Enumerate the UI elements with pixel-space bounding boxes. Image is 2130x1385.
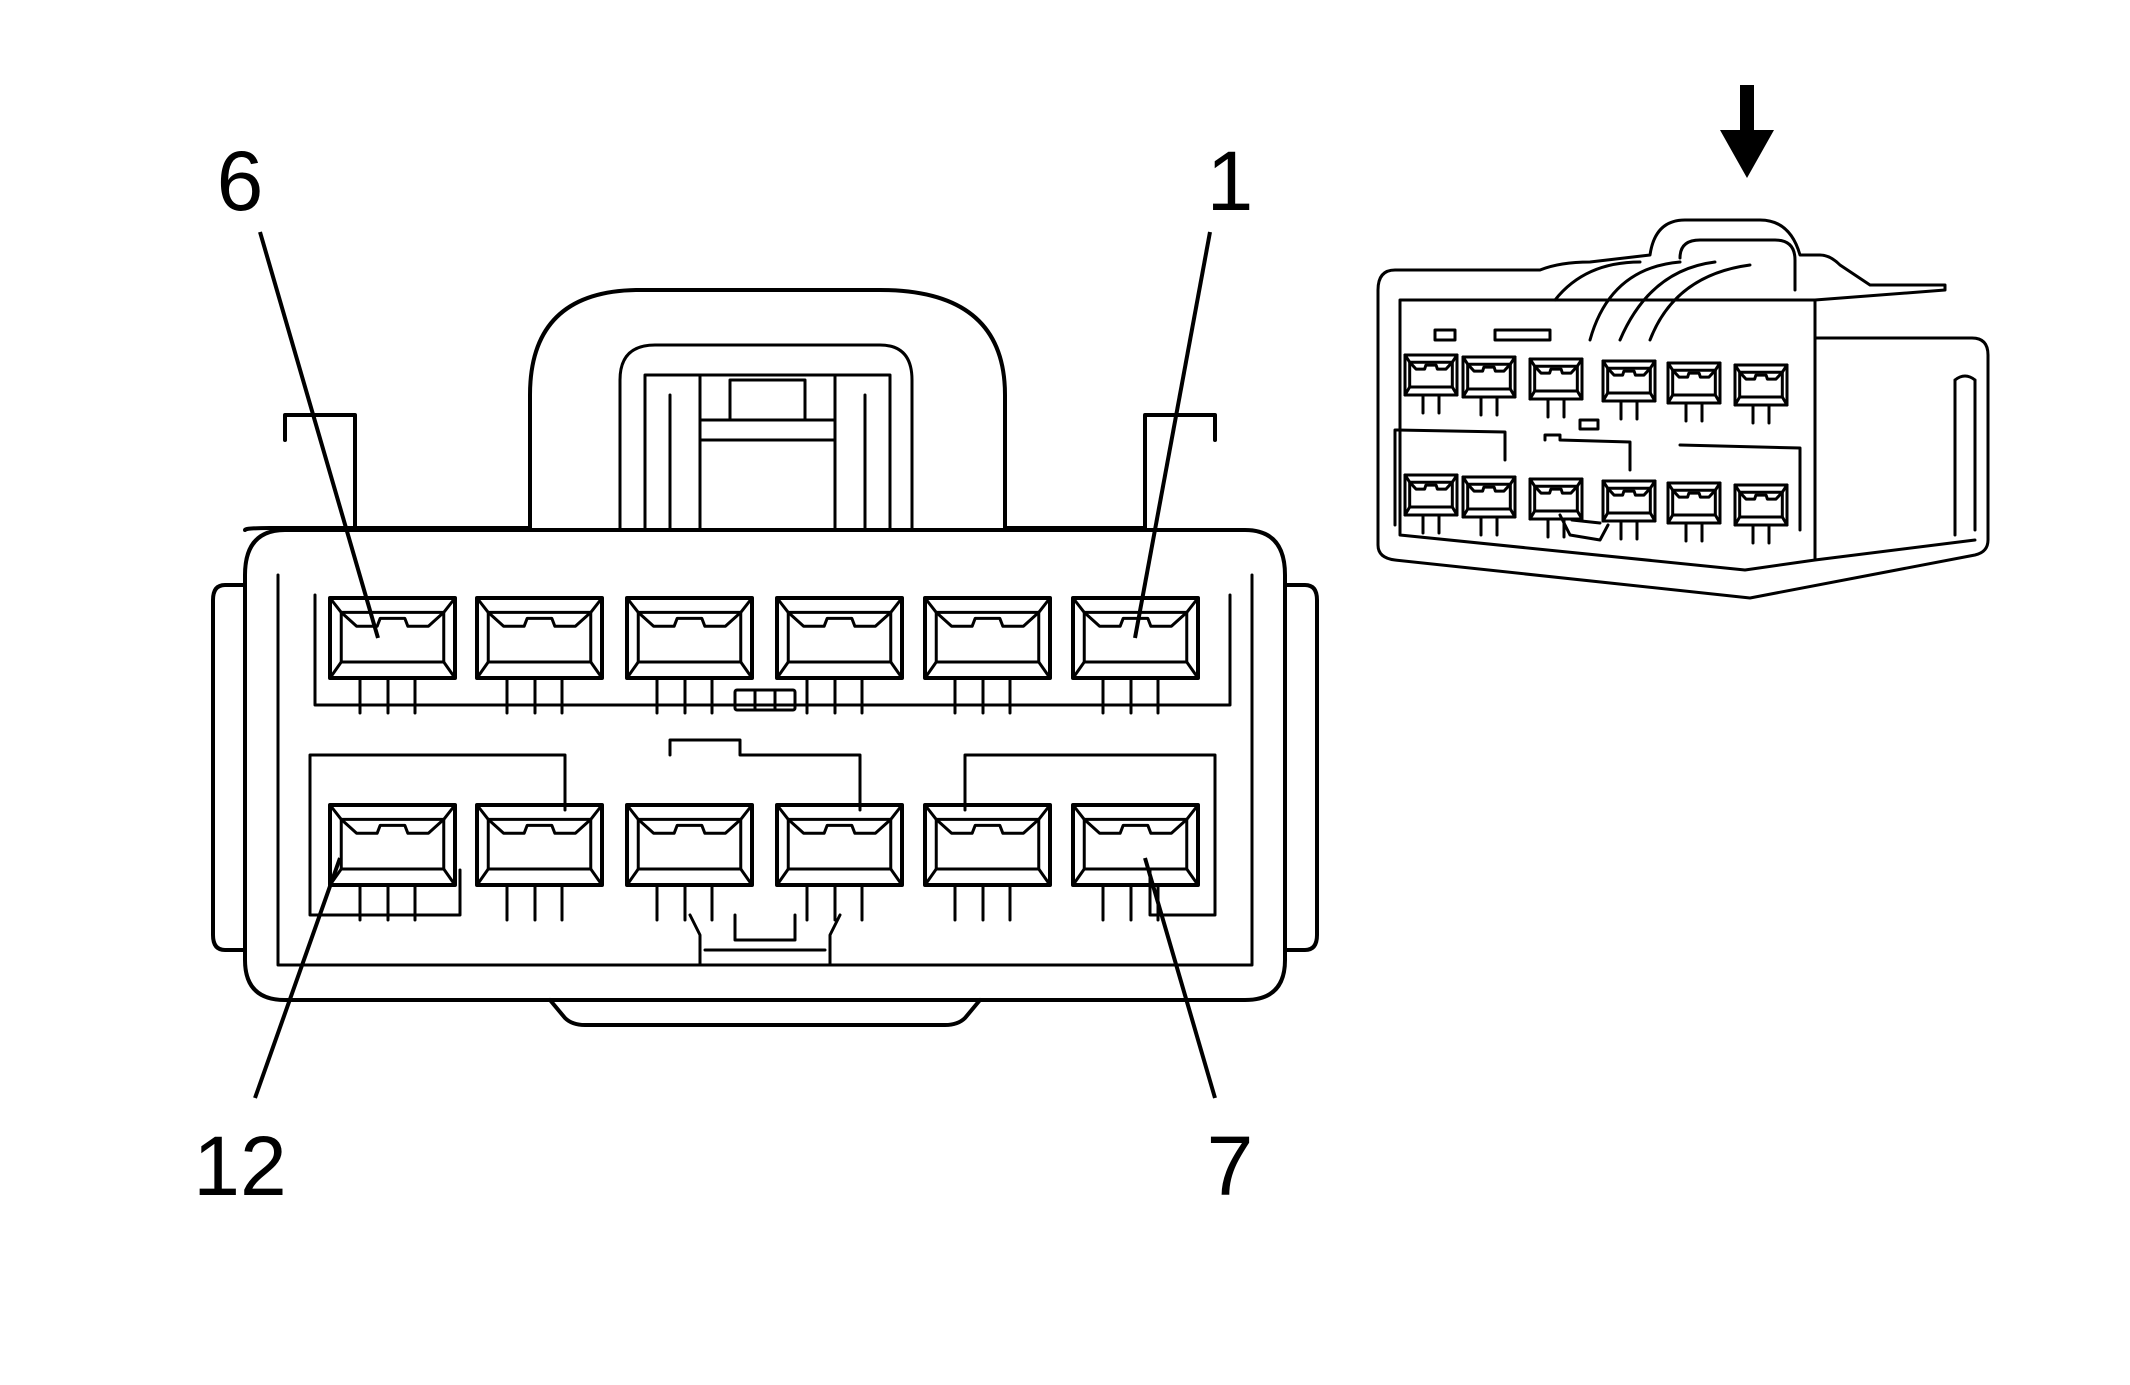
housing-outline (243, 288, 1217, 532)
inset-latch (1543, 238, 1797, 342)
cavity-legs (1101, 676, 1160, 715)
inset-cavity-legs (1619, 399, 1639, 421)
polarity-marker (733, 688, 797, 712)
latch-frame (618, 343, 914, 530)
pin-label-1: 1 (1207, 134, 1254, 228)
cavity-upper-row-5 (923, 596, 1052, 680)
cavity-legs (358, 676, 417, 715)
pin-label-6: 6 (217, 134, 264, 228)
cavity-legs (655, 676, 714, 715)
leader-pin-7 (1143, 857, 1217, 1099)
inset-cavity-legs (1619, 519, 1639, 541)
inset-cavity-legs (1479, 395, 1499, 417)
inset-cavity-legs (1546, 517, 1566, 539)
side-rib-left (211, 583, 247, 952)
inset-cavity-legs (1546, 397, 1566, 419)
cavity-legs (505, 883, 564, 922)
inset-cavity-upper-row-3 (1528, 357, 1584, 401)
cavity-lower-row-3 (625, 803, 754, 887)
cavity-lower-row-1 (328, 803, 457, 887)
inset-cavity-upper-row-6 (1733, 363, 1789, 407)
housing-inner-lip (276, 573, 1254, 967)
inset-cavity-legs (1421, 393, 1441, 415)
inset-cavity-lower-row-2 (1461, 475, 1517, 519)
inset-cavity-legs (1479, 515, 1499, 537)
inset-cavity-legs (1684, 521, 1704, 543)
cavity-lower-row-2 (475, 803, 604, 887)
cavity-legs (505, 676, 564, 715)
cavity-upper-row-4 (775, 596, 904, 680)
cavity-legs (655, 883, 714, 922)
inset-cavity-legs (1751, 523, 1771, 545)
cavity-lower-row-4 (775, 803, 904, 887)
side-rib-right (1283, 583, 1319, 952)
cavity-lower-row-5 (923, 803, 1052, 887)
pin-label-7: 7 (1207, 1119, 1254, 1213)
inset-cavities (1403, 353, 1789, 545)
inset-cavity-lower-row-4 (1601, 479, 1657, 523)
inset-cavity-legs (1751, 403, 1771, 425)
cavity-legs (953, 883, 1012, 922)
inset-small-mark-2 (1493, 328, 1552, 342)
cavity-lower-row-6 (1071, 803, 1200, 887)
inset-small-mark-3 (1578, 418, 1600, 431)
polarity-marker-ribs (753, 688, 777, 712)
cavity-legs (805, 676, 864, 715)
inset-cavity-legs (1421, 513, 1441, 535)
leader-pin-1 (1133, 231, 1212, 639)
cavity-upper-row-2 (475, 596, 604, 680)
cavity-legs (358, 883, 417, 922)
pin-label-12: 12 (193, 1119, 286, 1213)
inset-cavity-lower-row-5 (1666, 481, 1722, 525)
upper-row-frame (313, 593, 1232, 707)
bottom-key (548, 998, 982, 1027)
inset-cavity-upper-row-1 (1403, 353, 1459, 397)
latch-body (643, 373, 892, 530)
lower-row-frames (308, 738, 1217, 967)
leader-pin-12 (253, 857, 342, 1099)
inset-small-mark-1 (1433, 328, 1457, 342)
inset-housing (1376, 218, 1990, 600)
cavity-upper-row-3 (625, 596, 754, 680)
housing-body (243, 528, 1287, 1002)
connector-face-view: 6 1 12 7 (193, 134, 1319, 1213)
inset-front-frame (1398, 298, 1977, 572)
inset-lower-frames (1393, 428, 1802, 542)
leader-pin-6 (258, 231, 380, 639)
inset-cavity-upper-row-4 (1601, 359, 1657, 403)
inset-cavity-upper-row-5 (1666, 361, 1722, 405)
cavity-legs (953, 676, 1012, 715)
cavity-legs (805, 883, 864, 922)
inset-cavity-lower-row-6 (1733, 483, 1789, 527)
inset-cavity-lower-row-3 (1528, 477, 1584, 521)
inset-cavity-lower-row-1 (1403, 473, 1459, 517)
inset-cavity-legs (1684, 401, 1704, 423)
inset-cavity-upper-row-2 (1461, 355, 1517, 399)
arrow-down-icon (1720, 85, 1774, 178)
connector-perspective-view (1376, 85, 1990, 600)
cavity-upper-row-6 (1071, 596, 1200, 680)
main-cavities (328, 596, 1200, 922)
cavity-upper-row-1 (328, 596, 457, 680)
